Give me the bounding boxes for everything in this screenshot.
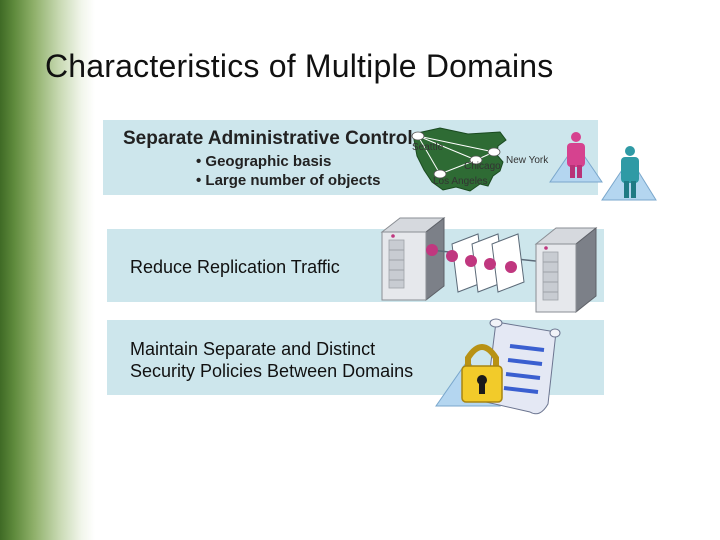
section3-line1: Maintain Separate and Distinct (130, 339, 376, 359)
section3-text: Maintain Separate and Distinct Security … (130, 338, 413, 382)
pink-user-icon (549, 132, 603, 183)
replication-pages-icon (426, 233, 546, 293)
map-label-new-york: New York (506, 155, 549, 166)
map-label-seattle: Seattle (412, 142, 444, 153)
section3-line2: Security Policies Between Domains (130, 361, 414, 381)
map-label-chicago: Chicago (464, 161, 501, 172)
padlock-icon (461, 344, 503, 403)
server-right-icon (534, 226, 598, 314)
bullet-objects: • Large number of objects (196, 172, 381, 189)
us-map-icon: Seattle Chicago New York Los Angeles (411, 127, 549, 192)
teal-user-icon (601, 146, 657, 201)
server-left-icon (380, 216, 446, 302)
band-administrative (103, 120, 598, 195)
section1-heading: Separate Administrative Control (123, 128, 413, 149)
map-label-los-angeles: Los Angeles (433, 176, 488, 187)
bullet-geographic: • Geographic basis (196, 153, 332, 170)
left-gradient-bar (0, 0, 95, 540)
section2-heading: Reduce Replication Traffic (130, 257, 340, 277)
slide-title: Characteristics of Multiple Domains (45, 48, 554, 84)
